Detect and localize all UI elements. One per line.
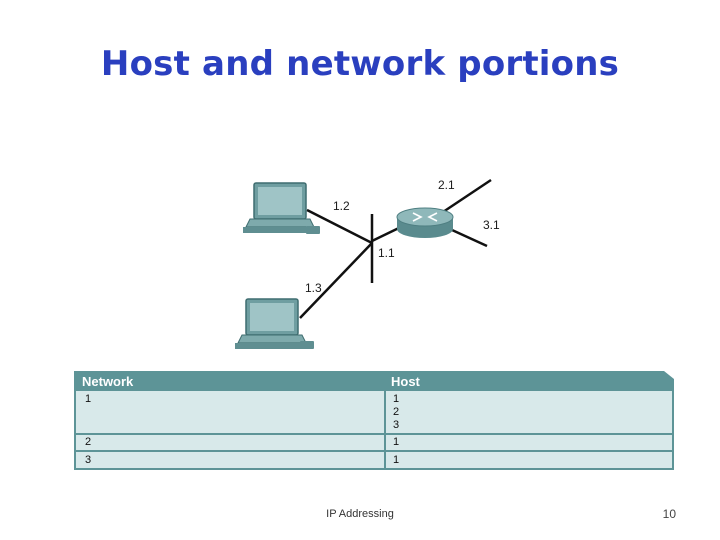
cell-host: 1 <box>393 436 400 448</box>
header-network: Network <box>82 374 134 389</box>
footer-text: IP Addressing <box>326 508 394 520</box>
link-wan1 <box>442 178 492 214</box>
label-pc2: 1.3 <box>305 281 322 295</box>
table-row: 2 1 <box>76 435 672 452</box>
cell-network: 1 <box>85 393 92 405</box>
table-row: 1 1 2 3 <box>76 391 672 435</box>
cell-host: 3 <box>393 419 400 431</box>
network-host-table: Network Host 1 1 2 3 2 1 3 1 <box>74 371 674 470</box>
router-icon <box>396 207 454 238</box>
label-router-wan1: 2.1 <box>438 178 455 192</box>
network-diagram: 1.2 1.3 1.1 2.1 3.1 <box>235 178 500 349</box>
cell-network: 2 <box>85 436 92 448</box>
link-pc2 <box>299 242 373 319</box>
cell-host: 1 <box>393 454 400 466</box>
computer-icon-pc2 <box>235 298 314 349</box>
cell-network: 3 <box>85 454 92 466</box>
link-wan2 <box>451 228 488 248</box>
label-router-lan: 1.1 <box>378 246 395 260</box>
slide-title: Host and network portions <box>100 44 620 84</box>
table-body: 1 1 2 3 2 1 3 1 <box>74 391 674 470</box>
computer-icon-pc1 <box>243 182 320 234</box>
label-router-wan2: 3.1 <box>483 218 500 232</box>
cell-host: 2 <box>393 406 400 418</box>
label-pc1: 1.2 <box>333 199 350 213</box>
table-row: 3 1 <box>76 452 672 468</box>
header-host: Host <box>391 374 420 389</box>
page-number: 10 <box>662 507 676 521</box>
link-pc1 <box>306 208 373 245</box>
cell-host: 1 <box>393 393 400 405</box>
table-header: Network Host <box>74 371 674 391</box>
